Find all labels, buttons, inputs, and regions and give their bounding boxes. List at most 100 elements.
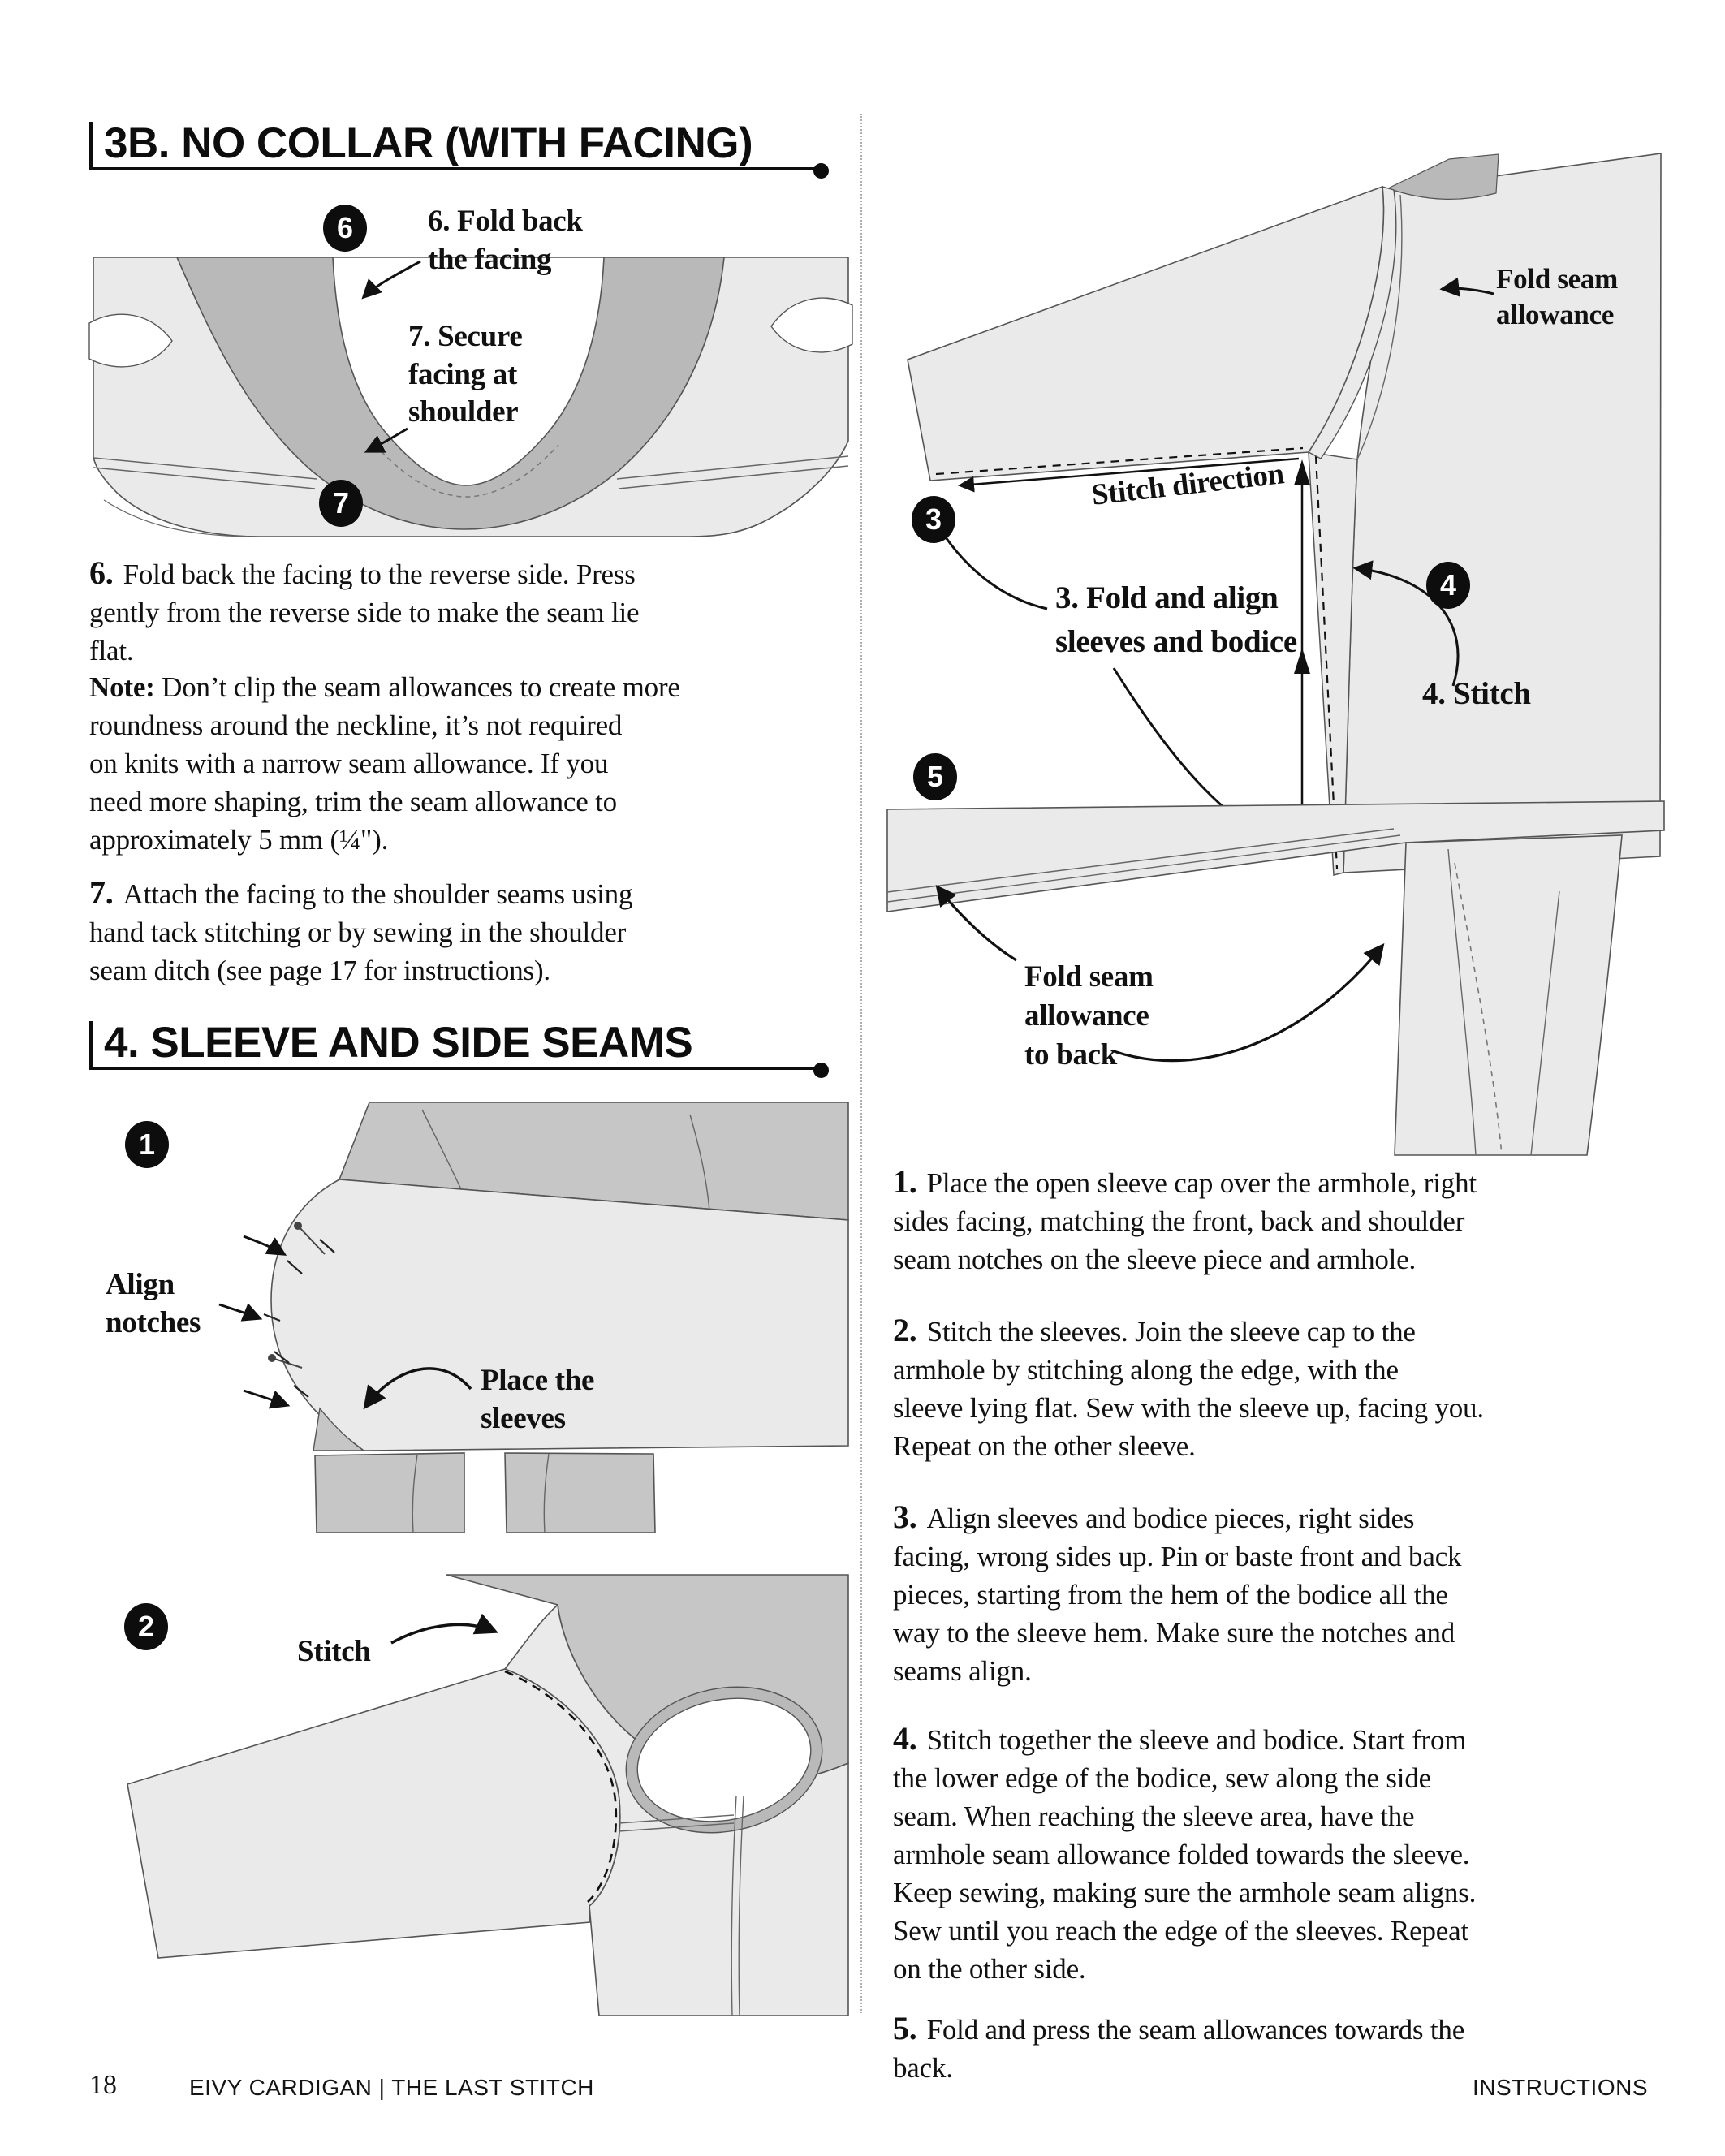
step-2-text: Stitch the sleeves. Join the sleeve cap … <box>893 1316 1484 1462</box>
neck-seam-dashed <box>374 444 559 498</box>
arrow-to-vertical-seam-icon <box>1113 943 1385 1063</box>
note-paragraph: Note: Don’t clip the seam allowances to … <box>89 668 852 859</box>
armhole-notch-right <box>770 297 853 353</box>
step-2-number: 2. <box>893 1312 917 1348</box>
side-seam-dashed <box>1314 455 1339 869</box>
pin-1 <box>297 1225 326 1255</box>
bodice-bottom-left <box>314 1452 465 1533</box>
heading-left-bar <box>89 122 93 170</box>
heading-underline-dot-2 <box>813 1063 829 1078</box>
step-7-text: Attach the facing to the shoulder seams … <box>89 878 633 986</box>
bodice-top-seam-2 <box>689 1114 710 1211</box>
arrow-notch-1-icon <box>243 1235 287 1256</box>
shoulder-seam-left-1 <box>93 457 317 480</box>
column-divider <box>860 114 862 2013</box>
step-6-text: Fold back the facing to the reverse side… <box>89 558 640 666</box>
marker-step-6: 6 <box>323 205 367 252</box>
label-fold-seam-allowance: Fold seam allowance <box>1496 263 1618 331</box>
sleeve-band <box>886 800 1665 912</box>
label-4-stitch: 4. Stitch <box>1422 676 1531 711</box>
bodice-bottom-left-seam <box>412 1454 418 1533</box>
neck-opening <box>332 257 605 486</box>
step-5-text: Fold and press the seam allowances towar… <box>893 2014 1465 2084</box>
underarm-seam-double <box>618 1814 735 1832</box>
step-1-text: Place the open sleeve cap over the armho… <box>893 1167 1477 1275</box>
note-label: Note: <box>89 671 155 703</box>
diagram-place-sleeves <box>218 1102 849 1533</box>
marker-step-1: 1 <box>125 1121 169 1168</box>
stitch-line-dashed <box>504 1670 618 1903</box>
footer-section-label: INSTRUCTIONS <box>1473 2075 1648 2100</box>
diagram-fold-to-back <box>886 800 1665 1156</box>
step-7-number: 7. <box>89 874 114 911</box>
bodice-bottom-right <box>504 1452 656 1533</box>
bodice-vertical-mass <box>1394 834 1623 1156</box>
bodice-top-seam-1 <box>421 1109 462 1190</box>
label-fold-and-align: 3. Fold and align sleeves and bodice <box>1055 580 1297 659</box>
shoulder-seam-left-2 <box>93 467 316 489</box>
page-number: 18 <box>89 2070 117 2100</box>
arrow-stitch-direction-icon <box>958 457 1300 493</box>
marker-step-5: 5 <box>913 753 957 800</box>
heading-underline <box>92 167 822 170</box>
back-neck-wedge <box>1386 153 1499 200</box>
footer-book-title: EIVY CARDIGAN | THE LAST STITCH <box>189 2075 594 2100</box>
step-5-paragraph: 5.Fold and press the seam allowances tow… <box>893 2009 1656 2087</box>
heading-left-bar-2 <box>89 1021 93 1070</box>
arrow-stitch-icon <box>390 1613 498 1645</box>
label-stitch: Stitch <box>297 1635 371 1668</box>
bodice-bottom-right-seam <box>543 1453 550 1533</box>
marker-step-2: 2 <box>124 1603 168 1650</box>
sleeve-band-seam-double <box>886 828 1401 903</box>
section-heading-sleeve: 4. SLEEVE AND SIDE SEAMS <box>104 1019 693 1067</box>
shoulder-seam-right-1 <box>616 455 849 480</box>
step-5-number: 5. <box>893 2010 917 2046</box>
step-3-number: 3. <box>893 1498 917 1535</box>
step-4-text: Stitch together the sleeve and bodice. S… <box>893 1724 1477 1985</box>
diagram-stitch-sleeve <box>127 1574 849 2016</box>
arrowhead-up-top-icon <box>1294 459 1310 485</box>
arrowhead-up-mid-icon <box>1294 648 1310 674</box>
step-4-paragraph: 4.Stitch together the sleeve and bodice.… <box>893 1719 1656 1988</box>
marker-step-4: 4 <box>1426 562 1470 609</box>
diagram-fold-align <box>907 153 1662 876</box>
step-4-number: 4. <box>893 1720 917 1757</box>
step-2-paragraph: 2.Stitch the sleeves. Join the sleeve ca… <box>893 1311 1656 1465</box>
step-3-text: Align sleeves and bodice pieces, right s… <box>893 1503 1462 1687</box>
pin-2 <box>271 1357 303 1369</box>
arrow-fold-back-icon <box>361 260 421 300</box>
sleeve-piece-2 <box>127 1668 621 1959</box>
sleeve-piece-3 <box>907 185 1385 481</box>
marker-step-7: 7 <box>319 480 363 527</box>
arrow-to-band-seam-icon <box>935 884 1017 962</box>
vertical-seam-2 <box>1530 890 1560 1156</box>
label-fold-back-facing: 6. Fold back the facing <box>428 205 583 276</box>
shoulder-seam-right-2 <box>618 465 849 489</box>
label-place-sleeves: Place the sleeves <box>481 1364 595 1435</box>
center-seam-double <box>731 1795 744 2016</box>
heading-underline-dot <box>813 163 829 179</box>
section-heading-no-collar: 3B. NO COLLAR (WITH FACING) <box>104 119 753 167</box>
heading-underline-2 <box>92 1067 822 1070</box>
step-1-number: 1. <box>893 1163 917 1200</box>
note-text: Don’t clip the seam allowances to create… <box>89 671 680 856</box>
neck-opening-2 <box>636 1697 812 1822</box>
label-align-notches: Align notches <box>106 1268 201 1339</box>
arrow-notch-3-icon <box>243 1389 291 1409</box>
step-6-paragraph: 6.Fold back the facing to the reverse si… <box>89 554 852 670</box>
diagram-neckline-facing <box>88 257 853 537</box>
sleeve-seam-dashed <box>935 446 1304 476</box>
step-1-paragraph: 1.Place the open sleeve cap over the arm… <box>893 1162 1656 1279</box>
step-7-paragraph: 7.Attach the facing to the shoulder seam… <box>89 873 852 990</box>
hem-line <box>103 499 248 537</box>
vertical-seam-dashed <box>1454 862 1503 1156</box>
back-armhole-curve <box>1356 194 1403 460</box>
label-secure-facing: 7. Secure facing at shoulder <box>408 320 523 429</box>
notch-ticks <box>263 1239 335 1398</box>
leader-marker-3 <box>938 527 1048 610</box>
step-6-number: 6. <box>89 554 114 591</box>
sleeve-fold-corner <box>313 1407 366 1451</box>
marker-step-3: 3 <box>912 496 955 543</box>
arrow-place-sleeves-icon <box>363 1367 472 1410</box>
